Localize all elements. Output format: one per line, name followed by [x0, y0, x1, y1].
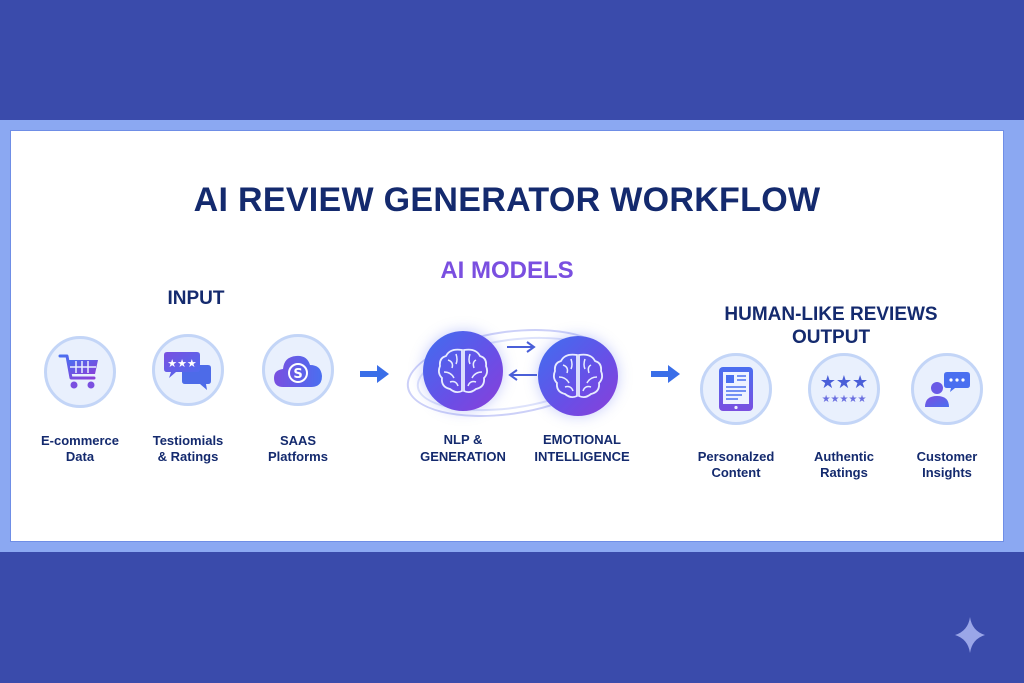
- label-line: Insights: [922, 465, 972, 480]
- label-line: GENERATION: [420, 449, 506, 464]
- label-line: SAAS: [279, 433, 317, 448]
- output-label-authentic: Authentic Ratings: [789, 449, 899, 481]
- label-line: & Ratings: [157, 449, 219, 464]
- svg-text:★★★: ★★★: [167, 357, 197, 370]
- heading-line: HUMAN-LIKE REVIEWS: [724, 304, 938, 325]
- label-line: Platforms: [268, 449, 328, 464]
- diagram-title: AI REVIEW GENERATOR WORKFLOW: [193, 181, 821, 219]
- svg-text:S: S: [293, 367, 302, 382]
- exchange-arrows-icon: [507, 341, 537, 381]
- saas-circle: S: [262, 334, 334, 406]
- testimonials-circle: ★★★: [152, 334, 224, 406]
- label-line: Personalzed: [697, 449, 775, 464]
- label-line: Ratings: [820, 465, 868, 480]
- label-line: Customer: [916, 449, 978, 464]
- svg-text:★★★★★: ★★★★★: [822, 394, 867, 405]
- tablet-document-icon: [719, 367, 753, 411]
- shopping-cart-icon: [58, 354, 98, 389]
- flow-arrow-icon: [360, 365, 389, 383]
- output-label-personalized: Personalzed Content: [681, 449, 791, 481]
- label-line: INTELLIGENCE: [534, 449, 630, 464]
- nlp-label: NLP & GENERATION: [398, 431, 528, 465]
- label-line: Content: [711, 465, 761, 480]
- flow-arrow-icon: [651, 365, 680, 383]
- output-heading: HUMAN-LIKE REVIEWS OUTPUT: [691, 303, 971, 349]
- diagram-panel: AI REVIEW GENERATOR WORKFLOW INPUT E-com…: [10, 130, 1004, 542]
- input-label-saas: SAAS Platforms: [243, 433, 353, 465]
- svg-text:★★★: ★★★: [820, 372, 868, 393]
- input-heading: INPUT: [167, 288, 225, 309]
- input-label-testimonials: Testiomials & Ratings: [133, 433, 243, 465]
- heading-line: OUTPUT: [791, 327, 871, 348]
- label-line: E-commerce: [40, 433, 120, 448]
- input-label-ecommerce: E-commerce Data: [25, 433, 135, 465]
- diagram-frame: AI REVIEW GENERATOR WORKFLOW INPUT E-com…: [0, 120, 1024, 552]
- authentic-ratings-circle: ★★★ ★★★★★: [808, 353, 880, 425]
- brain-icon: [552, 353, 604, 399]
- label-line: Testiomials: [152, 433, 224, 448]
- emotional-model-node: [538, 336, 618, 416]
- label-line: NLP &: [443, 432, 483, 447]
- label-line: Authentic: [814, 449, 874, 464]
- customer-insights-circle: [911, 353, 983, 425]
- ecommerce-circle: [44, 336, 116, 408]
- personalized-circle: [700, 353, 772, 425]
- output-label-insights: Customer Insights: [892, 449, 1002, 481]
- emotional-label: EMOTIONAL INTELLIGENCE: [517, 431, 647, 465]
- star-rating-icon: ★★★ ★★★★★: [820, 372, 868, 405]
- cloud-dollar-icon: S: [274, 355, 322, 387]
- nlp-model-node: [423, 331, 503, 411]
- ai-models-heading: AI MODELS: [440, 257, 574, 284]
- label-line: Data: [65, 449, 95, 464]
- sparkle-icon: [955, 617, 985, 653]
- brain-icon: [437, 348, 489, 394]
- user-chat-icon: [925, 372, 970, 407]
- label-line: EMOTIONAL: [543, 432, 621, 447]
- chat-bubbles-stars-icon: ★★★: [164, 352, 211, 390]
